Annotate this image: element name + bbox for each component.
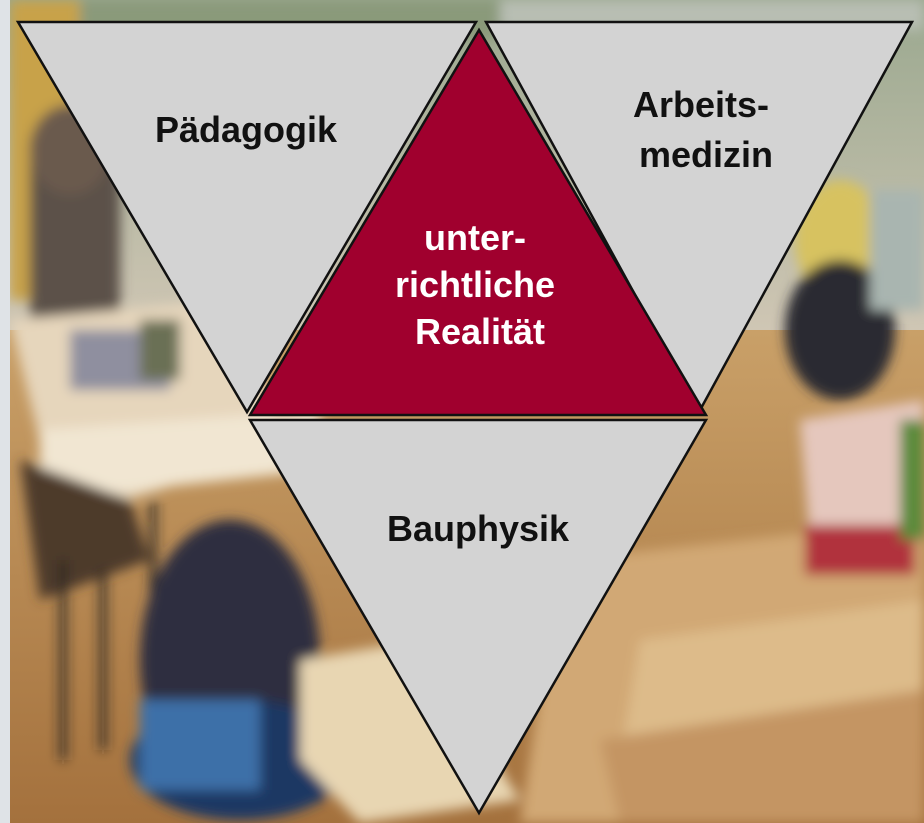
triangle-top-left xyxy=(15,20,479,415)
triangle-bottom xyxy=(247,418,709,816)
label-center-line-1: unter- xyxy=(424,217,526,258)
label-arbeitsmedizin: Arbeits- medizin xyxy=(633,84,779,175)
label-bauphysik: Bauphysik xyxy=(387,508,570,549)
label-arbeitsmedizin-line-1: Arbeits- xyxy=(633,84,769,125)
slide-frame-left xyxy=(0,0,10,823)
triangle-center xyxy=(247,27,709,417)
triangle-top-right xyxy=(483,20,915,415)
label-center-line-2: richtliche xyxy=(395,264,555,305)
label-paedagogik: Pädagogik xyxy=(155,109,338,150)
label-arbeitsmedizin-line-2: medizin xyxy=(639,134,773,175)
label-unterrichtliche-realitaet: unter- richtliche Realität xyxy=(395,217,565,352)
label-center-line-3: Realität xyxy=(415,311,545,352)
